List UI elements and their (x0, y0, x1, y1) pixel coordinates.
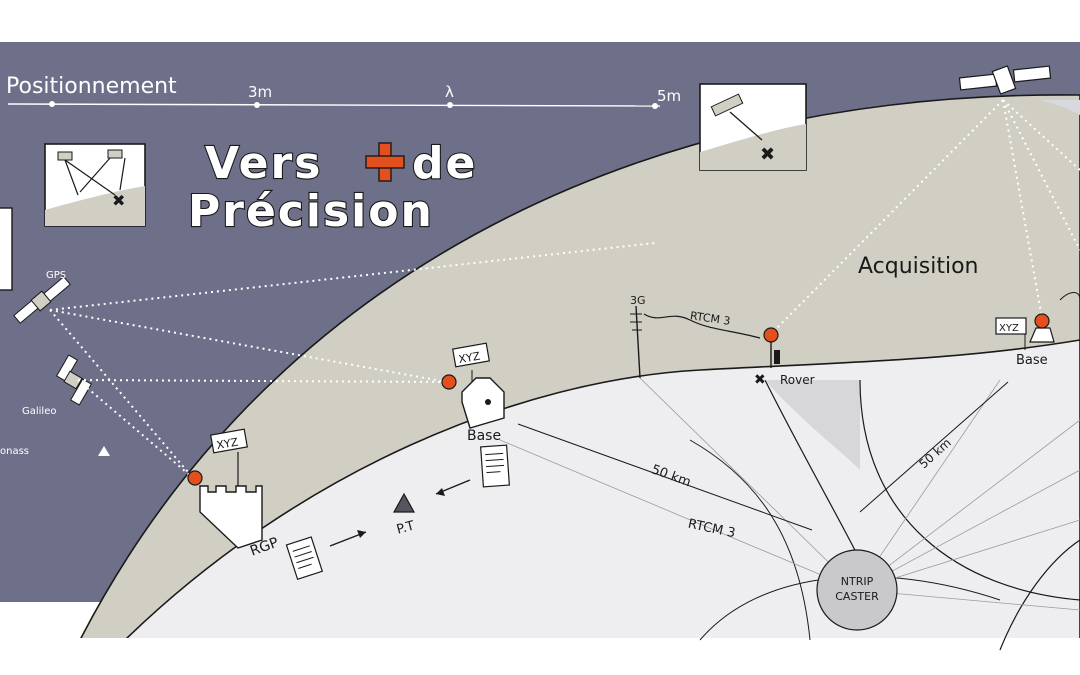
svg-text:✖: ✖ (112, 191, 125, 210)
galileo-satellite-icon (55, 354, 93, 406)
rgp-xyz-flag: XYZ (216, 435, 240, 452)
inset-multi-satellite: ✖ (44, 143, 146, 227)
inset-single-satellite: ✖ (699, 83, 807, 171)
ntrip-caster (816, 549, 898, 631)
antenna-3g (635, 305, 641, 379)
rover-person (774, 350, 780, 364)
label-3g: 3G (630, 294, 646, 307)
positionnement-label: Positionnement (6, 74, 177, 99)
galileo-label: Galileo (22, 406, 56, 417)
rtcm-wave (643, 313, 761, 339)
coverage-arc-bottom (999, 539, 1080, 651)
title-vers: Vers (205, 138, 322, 189)
gps-satellite-icon (13, 276, 71, 324)
base-station-house: XYZ (452, 342, 505, 429)
base-label-right: Base (1016, 353, 1048, 368)
distance-line-left (517, 423, 813, 531)
acquisition-label: Acquisition (858, 254, 979, 279)
arrow-head-base (436, 488, 445, 496)
scale-line (7, 103, 661, 107)
glonass-marker (98, 446, 110, 456)
glonass-label: onass (0, 446, 29, 457)
rgp-tower: XYZ (199, 428, 263, 549)
rtcm-label-top: RTCM 3 (689, 309, 731, 328)
coverage-arc-right (859, 379, 1080, 601)
svg-text:✖: ✖ (760, 144, 775, 165)
rover-cross-icon: ✖ (754, 372, 766, 388)
scale-label-lambda: λ (445, 83, 454, 101)
plus-icon (365, 142, 405, 182)
earth-edge (1040, 100, 1080, 115)
bottom-margin (0, 638, 1080, 675)
satellite-icon-top (958, 65, 1052, 95)
title-de: de (412, 138, 477, 189)
signal-links (49, 99, 1080, 479)
distance-line-right (859, 381, 1009, 513)
title-precision: Précision (188, 186, 434, 237)
base-right-receiver-dot (1034, 313, 1050, 329)
coverage-arc-mid (689, 439, 811, 641)
gps-label: GPS (46, 270, 66, 281)
base-station-right: XYZ (995, 317, 1055, 350)
base-right-xyz-flag: XYZ (999, 323, 1019, 334)
scale-label-3m: 3m (248, 83, 272, 101)
base-label-center: Base (467, 428, 501, 444)
scale-label-5m: 5m (657, 87, 681, 105)
pt-label: P.T (395, 519, 416, 538)
arrow-head-rgp (357, 530, 366, 538)
base-xyz-flag: XYZ (458, 349, 482, 366)
pt-triangle (392, 492, 416, 513)
scale-ticks (49, 101, 658, 109)
rgp-document-icon (285, 536, 324, 580)
rover-receiver-dot (763, 327, 779, 343)
antenna-rungs (630, 313, 642, 331)
rover-label: Rover (780, 373, 815, 387)
ntrip-label-2: CASTER (835, 590, 879, 603)
base-receiver-dot (441, 374, 457, 390)
coverage-arc-left (764, 379, 861, 561)
rgp-receiver-dot (187, 470, 203, 486)
edge-box (0, 207, 13, 291)
base-document-icon (479, 444, 511, 488)
coverage-zone-dark (765, 380, 860, 470)
ntrip-label-1: NTRIP (841, 575, 874, 588)
